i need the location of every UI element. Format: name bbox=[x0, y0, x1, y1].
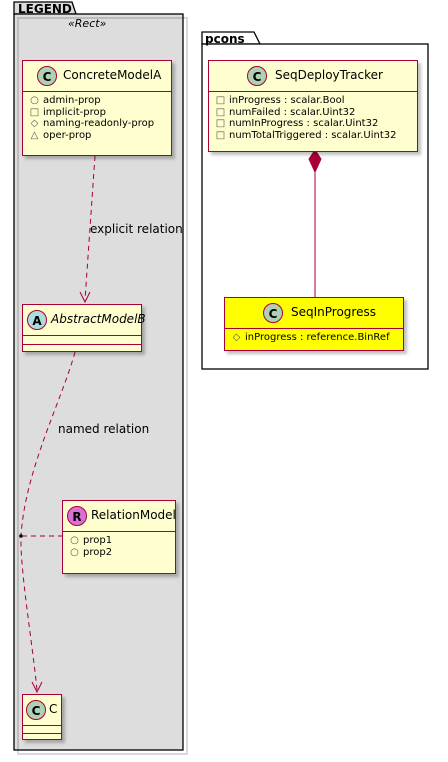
class-name: SeqInProgress bbox=[291, 305, 376, 319]
named-relation-arrow bbox=[19, 351, 76, 694]
explicit-relation-label: explicit relation bbox=[90, 222, 183, 236]
class-seq-in-progress[interactable]: C SeqInProgress ◇ inProgress : reference.… bbox=[224, 297, 404, 351]
class-c[interactable]: C C bbox=[22, 694, 62, 740]
attribute-text: prop2 bbox=[83, 546, 113, 558]
pcons-package-title: pcons bbox=[205, 32, 245, 46]
protected-visibility-icon: ◇ bbox=[232, 332, 241, 343]
class-concrete-model-a[interactable]: C ConcreteModelA ○ admin-prop □implicit-p… bbox=[22, 60, 172, 156]
class-name: SeqDeployTracker bbox=[275, 68, 383, 82]
attribute-text: inProgress : scalar.Bool bbox=[229, 95, 345, 106]
attribute-row: ◇ naming-readonly-prop bbox=[29, 118, 171, 130]
legend-package-stereotype: «Rect» bbox=[68, 17, 107, 30]
public-visibility-icon: ○ bbox=[30, 95, 39, 106]
attribute-text: naming-readonly-prop bbox=[43, 118, 155, 129]
public-visibility-icon: ○ bbox=[70, 535, 79, 546]
abstract-class-a-icon: A bbox=[27, 310, 47, 330]
attribute-row: □implicit-prop bbox=[29, 107, 171, 119]
class-name: AbstractModelB bbox=[51, 312, 146, 326]
class-c-icon: C bbox=[263, 303, 283, 323]
attribute-row: ○ prop1 bbox=[69, 535, 175, 547]
attribute-row: ◇ inProgress : reference.BinRef bbox=[231, 332, 403, 344]
attribute-text: numFailed : scalar.Uint32 bbox=[229, 106, 356, 118]
attribute-row: ○ admin-prop bbox=[29, 95, 171, 107]
class-seq-deploy-tracker[interactable]: C SeqDeployTracker □inProgress : scalar.… bbox=[208, 60, 418, 152]
private-visibility-icon: □ bbox=[215, 106, 226, 118]
attribute-text: oper-prop bbox=[43, 129, 92, 141]
private-visibility-icon: □ bbox=[215, 95, 226, 106]
public-visibility-icon: ○ bbox=[70, 546, 79, 558]
attribute-row: ○ prop2 bbox=[69, 547, 175, 559]
attribute-row: □numFailed : scalar.Uint32 bbox=[215, 107, 417, 119]
class-name: ConcreteModelA bbox=[63, 68, 162, 82]
attribute-row: □numTotalTriggered : scalar.Uint32 bbox=[215, 130, 417, 142]
attribute-row: □inProgress : scalar.Bool bbox=[215, 95, 417, 107]
attribute-text: numTotalTriggered : scalar.Uint32 bbox=[229, 129, 397, 141]
class-name: RelationModel bbox=[91, 508, 176, 522]
class-c-icon: C bbox=[247, 66, 267, 86]
attribute-row: □numInProgress : scalar.Uint32 bbox=[215, 118, 417, 130]
class-c-icon: C bbox=[26, 700, 46, 720]
private-visibility-icon: □ bbox=[29, 106, 40, 118]
attribute-text: numInProgress : scalar.Uint32 bbox=[229, 118, 379, 129]
private-visibility-icon: □ bbox=[215, 118, 226, 129]
attribute-text: prop1 bbox=[83, 535, 113, 546]
attribute-text: implicit-prop bbox=[43, 106, 106, 118]
class-abstract-model-b[interactable]: A AbstractModelB bbox=[22, 304, 146, 352]
explicit-relation-arrow bbox=[79, 155, 96, 304]
package-visibility-icon: △ bbox=[30, 129, 39, 141]
attribute-text: inProgress : reference.BinRef bbox=[245, 332, 390, 343]
relation-r-icon: R bbox=[67, 506, 87, 526]
named-relation-label: named relation bbox=[58, 422, 150, 436]
class-c-icon: C bbox=[37, 66, 57, 86]
attribute-row: △ oper-prop bbox=[29, 130, 171, 142]
class-relation-model[interactable]: R RelationModel ○ prop1 ○ prop2 bbox=[62, 500, 176, 574]
class-name: C bbox=[49, 702, 58, 716]
private-visibility-icon: □ bbox=[215, 129, 226, 141]
legend-package-title: LEGEND bbox=[18, 2, 72, 16]
attribute-text: admin-prop bbox=[43, 95, 101, 106]
protected-visibility-icon: ◇ bbox=[30, 118, 39, 129]
